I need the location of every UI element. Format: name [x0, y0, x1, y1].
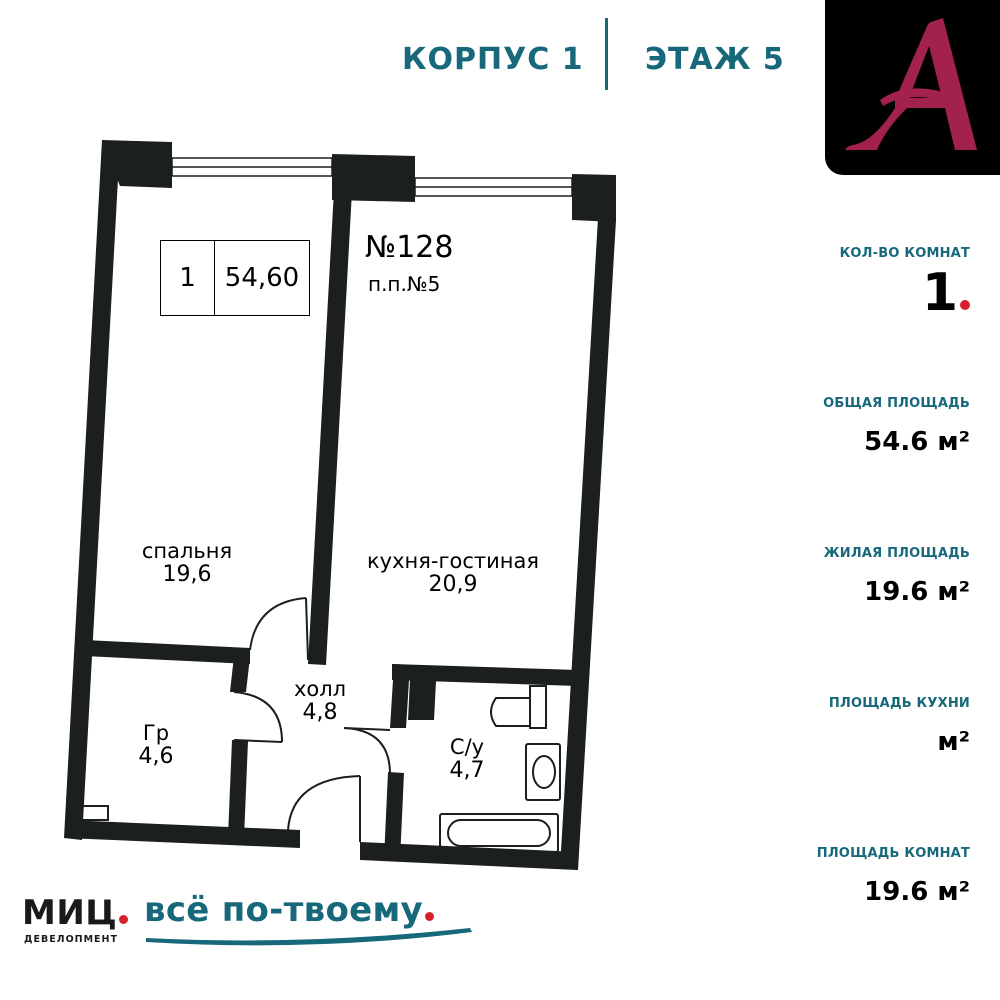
- footer-brand: МИЦ: [22, 893, 129, 933]
- floor-plan: 1 54,60 №128 п.п.№5 спальня 19,6 кухня-г…: [60, 130, 640, 880]
- kitchen-area-value: м²: [937, 727, 970, 757]
- badge-area: 54,60: [224, 263, 300, 293]
- stat-rooms-area: ПЛОЩАДЬ КОМНАТ 19.6 м²: [817, 846, 970, 907]
- rooms-area-value: 19.6 м²: [864, 877, 970, 907]
- red-dot-icon: [119, 915, 129, 924]
- stat-living-area: ЖИЛАЯ ПЛОЩАДЬ 19.6 м²: [824, 546, 970, 607]
- room-name: Гр: [142, 721, 170, 745]
- stat-total-area: ОБЩАЯ ПЛОЩАДЬ 54.6 м²: [823, 396, 970, 457]
- stat-kitchen-area: ПЛОЩАДЬ КУХНИ м²: [829, 696, 970, 757]
- header-divider: [605, 18, 608, 90]
- room-bathroom: С/у 4,7: [432, 735, 502, 784]
- apartment-number: №128: [365, 230, 454, 265]
- apartment-badge: 1 54,60: [160, 240, 310, 316]
- living-area-value: 19.6 м²: [864, 577, 970, 607]
- slogan-underline-icon: [146, 928, 472, 946]
- floor-label: ЭТАЖ 5: [645, 42, 785, 77]
- kitchen-area-label: ПЛОЩАДЬ КУХНИ: [828, 696, 970, 711]
- total-area-label: ОБЩАЯ ПЛОЩАДЬ: [823, 396, 970, 411]
- footer-brand-sub: ДЕВЕЛОПМЕНТ: [24, 934, 118, 945]
- rooms-count-value: 1: [840, 267, 970, 319]
- total-area-value: 54.6 м²: [864, 427, 970, 457]
- rooms-area-label: ПЛОЩАДЬ КОМНАТ: [816, 846, 970, 861]
- room-hall: холл 4,8: [280, 677, 360, 726]
- room-name: холл: [293, 677, 347, 701]
- room-name: С/у: [449, 735, 485, 759]
- red-dot-icon: [425, 912, 435, 921]
- apartment-pp: п.п.№5: [368, 272, 441, 296]
- room-kitchen-living: кухня-гостиная 20,9: [338, 549, 568, 598]
- room-area: 4,8: [302, 700, 338, 726]
- room-area: 4,6: [138, 744, 174, 770]
- room-bedroom: спальня 19,6: [122, 539, 252, 588]
- red-dot-icon: [960, 300, 970, 310]
- room-name: спальня: [141, 539, 233, 563]
- footer-slogan: всё по-твоему: [144, 890, 435, 930]
- room-area: 4,7: [449, 758, 485, 784]
- living-area-label: ЖИЛАЯ ПЛОЩАДЬ: [823, 546, 970, 561]
- badge-rooms: 1: [161, 241, 215, 315]
- letter-a-logo-icon: [845, 18, 977, 150]
- room-area: 20,9: [428, 572, 478, 598]
- stat-rooms: КОЛ-ВО КОМНАТ 1: [840, 246, 970, 319]
- brand-logo: [825, 0, 1000, 175]
- rooms-count-number: 1: [921, 263, 958, 323]
- header: КОРПУС 1 ЭТАЖ 5: [380, 18, 800, 98]
- room-area: 19,6: [162, 562, 212, 588]
- floor-plan-drawing: [64, 140, 616, 870]
- building-label: КОРПУС 1: [402, 42, 584, 77]
- room-wardrobe: Гр 4,6: [126, 721, 186, 770]
- room-name: кухня-гостиная: [366, 549, 540, 573]
- brand-name: МИЦ: [22, 893, 118, 933]
- rooms-count-label: КОЛ-ВО КОМНАТ: [839, 246, 970, 261]
- slogan-text: всё по-твоему: [144, 890, 424, 930]
